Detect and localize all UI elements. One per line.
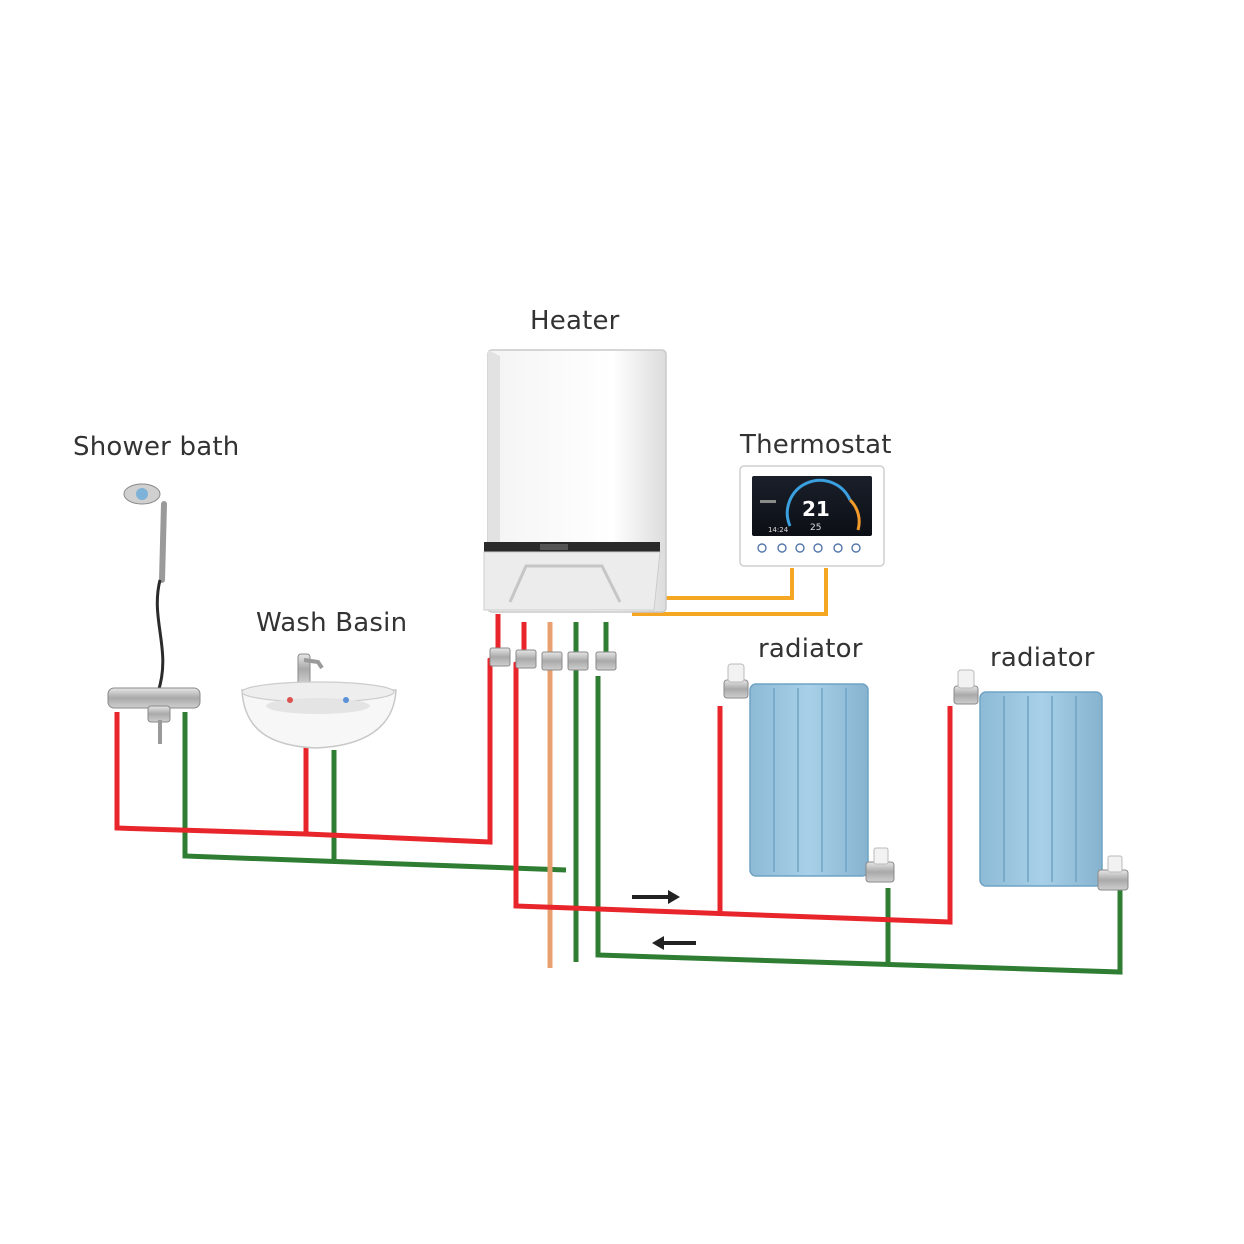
valve-5 — [595, 651, 617, 671]
thermostat-device: 21 25 14:24 — [739, 465, 885, 567]
radiator-2-label: radiator — [990, 643, 1095, 673]
valve-2 — [515, 649, 537, 669]
wash-basin-label: Wash Basin — [256, 608, 408, 638]
cold-pipe-shower — [182, 712, 567, 873]
heater-boiler — [483, 349, 667, 613]
thermostat-time: 14:24 — [768, 526, 789, 534]
flow-arrow-right — [632, 890, 680, 904]
control-wires — [632, 568, 828, 616]
valve-1 — [489, 647, 511, 667]
thermostat-touch-buttons — [757, 543, 861, 553]
control-wire-2 — [632, 568, 828, 616]
valve-3 — [541, 651, 563, 671]
thermostat-label: Thermostat — [740, 430, 892, 460]
radiator-2 — [953, 669, 1129, 891]
flow-arrows — [632, 890, 696, 950]
control-wire-1 — [648, 568, 794, 600]
shower-fixture — [107, 483, 201, 744]
shower-bath-label: Shower bath — [73, 432, 240, 462]
heater-label: Heater — [530, 306, 620, 336]
boiler-valves — [489, 647, 617, 671]
wash-basin-fixture — [241, 653, 397, 749]
radiator-1 — [723, 663, 895, 883]
flow-arrow-left — [652, 936, 696, 950]
cold-pipes — [182, 622, 1123, 975]
cold-pipe-return-main — [595, 676, 1123, 975]
valve-4 — [567, 651, 589, 671]
radiator-1-label: radiator — [758, 634, 863, 664]
thermostat-temperature: 21 — [802, 497, 830, 521]
thermostat-set-point: 25 — [810, 523, 821, 533]
